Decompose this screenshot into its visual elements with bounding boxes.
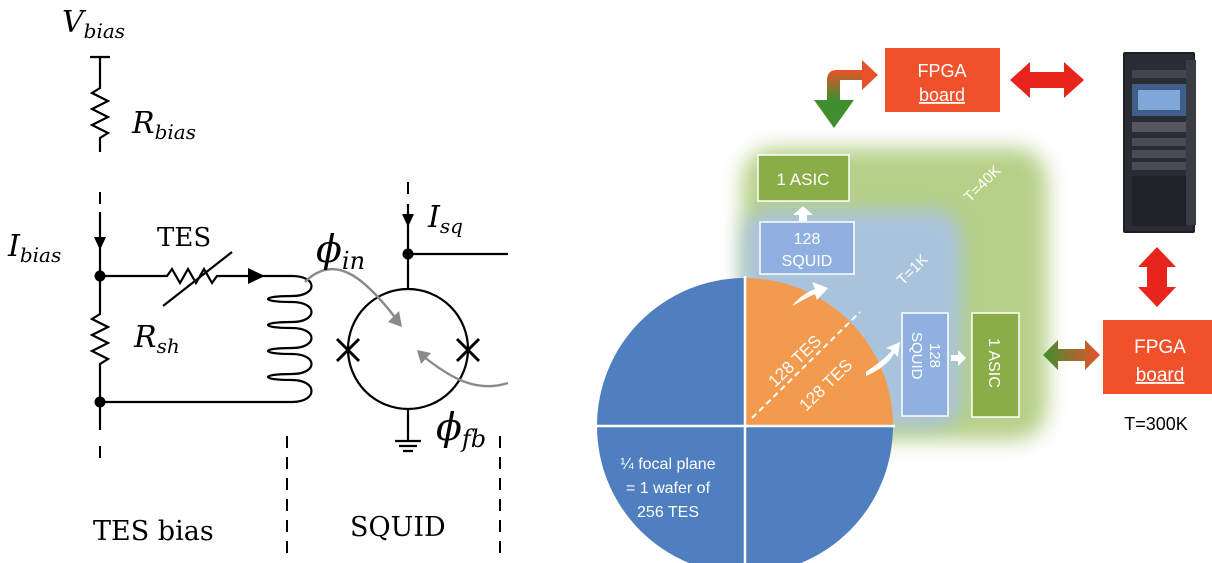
squid-right-count: 128: [926, 343, 943, 368]
rbias-resistor: [89, 80, 111, 146]
wafer-split-line: [751, 311, 861, 419]
readout-diagram: 128 TES 128 TES ¼ focal plane = 1 wafer …: [595, 48, 1212, 563]
fpga-top-sublabel: board: [919, 85, 965, 105]
curved-arrow-icon: [792, 282, 828, 306]
bidirectional-arrow-icon: [1138, 247, 1176, 307]
rsh-label: Rsh: [133, 320, 180, 358]
tes-label: TES: [157, 223, 211, 253]
curved-arrow-icon: [866, 342, 900, 376]
tes-bias-circuit: [89, 55, 313, 458]
focal-plane-quadrants: [595, 276, 895, 563]
phi-fb-flux-arrow: [422, 355, 509, 388]
ibias-label: Ibias: [7, 229, 61, 267]
asic-top-label: 1 ASIC: [777, 170, 830, 189]
flux-arrowhead-icon: [388, 311, 402, 327]
asic-right-label: 1 ASIC: [985, 338, 1002, 388]
squid-right-label: SQUID: [908, 332, 925, 380]
circuit-labels: Vbias Rbias Ibias Rsh Isq ϕin ϕfb: [7, 5, 486, 453]
quadrant-caption-2: = 1 wafer of: [626, 480, 711, 497]
squid-top-count: 128: [794, 231, 821, 248]
squid-top-label: SQUID: [782, 253, 833, 270]
quadrant-caption-3: 256 TES: [637, 504, 699, 521]
server-rack-icon: [1123, 52, 1196, 233]
isq-arrow-icon: [402, 214, 414, 227]
phi-fb-label: ϕfb: [436, 405, 486, 453]
josephson-junction-left: [335, 337, 361, 363]
quadrant-bottom-right: [745, 426, 893, 563]
flux-arrowhead-icon: [417, 350, 431, 364]
tes-variable-slash: [162, 251, 233, 307]
bidirectional-arrow-icon: [1010, 62, 1084, 98]
rbias-label: Rbias: [131, 106, 196, 144]
phi-in-label: ϕin: [316, 227, 365, 275]
circuit-section-labels: TES TES bias SQUID: [93, 223, 446, 547]
isq-label: Isq: [427, 200, 463, 238]
josephson-junction-right: [455, 337, 481, 363]
quadrant-top-left: [597, 278, 745, 426]
ibias-arrow-icon: [94, 237, 106, 250]
squid-top-box: [759, 221, 855, 275]
fpga-top-label: FPGA: [917, 61, 966, 81]
quadrant-caption-1: ¼ focal plane: [620, 456, 715, 473]
vbias-label: Vbias: [62, 5, 125, 43]
current-arrow-icon: [248, 268, 265, 284]
squid-circuit: [304, 182, 509, 453]
squid-section-label: SQUID: [350, 512, 446, 543]
input-coil: [267, 274, 313, 404]
arrowhead-right-icon: [862, 60, 878, 90]
squid-right-box: [901, 312, 949, 417]
right-arrow-icon: [951, 350, 966, 366]
fpga-top-box: [885, 48, 1000, 112]
tes-resistor: [160, 266, 224, 286]
asic-top-box: [757, 154, 850, 202]
asic-fpga-link-arrow-icon: [1043, 340, 1100, 370]
arrowhead-down-icon: [814, 100, 854, 128]
up-arrow-icon: [793, 206, 813, 221]
quadrant-bottom-left: [597, 426, 745, 563]
fpga-right-label: FPGA: [1134, 337, 1186, 358]
fpga-right-sublabel: board: [1136, 365, 1185, 386]
temp-300k-label: T=300K: [1124, 414, 1188, 434]
bidirectional-corner-arrow-icon: [827, 70, 862, 100]
fpga-right-box: [1103, 320, 1212, 394]
squid-loop: [346, 287, 470, 411]
phi-in-flux-arrow: [304, 267, 398, 321]
tes-bias-section-label: TES bias: [93, 516, 214, 547]
asic-right-box: [971, 312, 1020, 418]
rsh-resistor: [89, 307, 111, 372]
